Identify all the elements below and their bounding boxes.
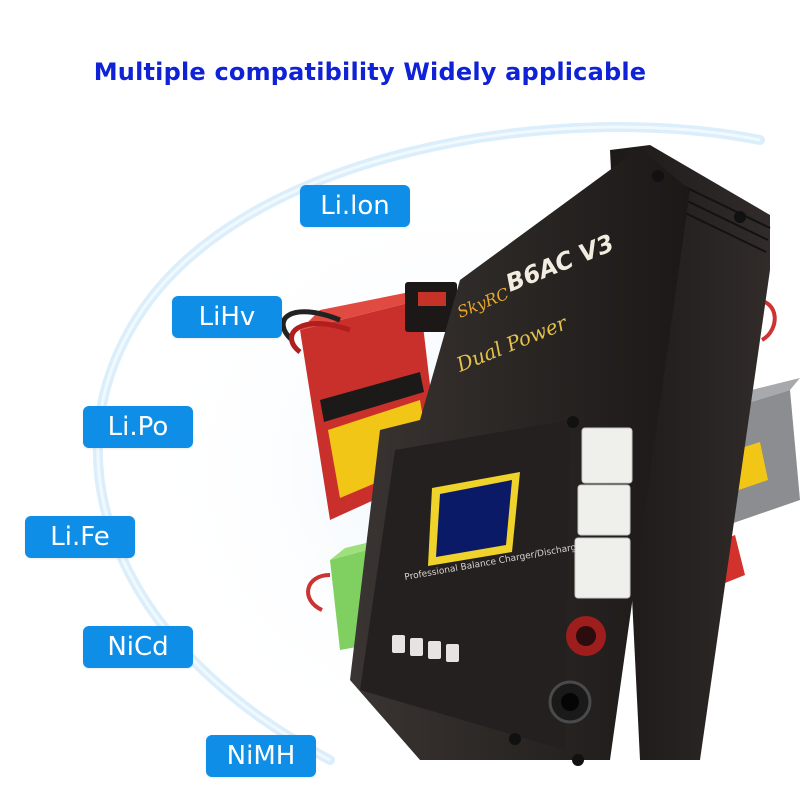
- battery-tag-liion: Li.lon: [300, 185, 410, 227]
- battery-tag-lipo: Li.Po: [83, 406, 193, 448]
- charger-front-panel: [360, 420, 570, 750]
- battery-tag-label: NiCd: [107, 632, 169, 662]
- battery-tag-label: LiHv: [198, 302, 256, 332]
- output-jacks: [548, 616, 606, 724]
- control-buttons: [392, 635, 459, 662]
- battery-tag-life: Li.Fe: [25, 516, 135, 558]
- battery-tag-label: Li.lon: [320, 191, 390, 221]
- lcd-screen: [428, 472, 520, 566]
- screws: [509, 170, 746, 766]
- battery-tag-nimh: NiMH: [206, 735, 316, 777]
- battery-tag-label: NiMH: [226, 741, 296, 771]
- battery-tag-label: Li.Fe: [50, 522, 110, 552]
- battery-tag-nicd: NiCd: [83, 626, 193, 668]
- balance-ports: [574, 427, 633, 599]
- battery-tag-lihv: LiHv: [172, 296, 282, 338]
- headline: Multiple compatibility Widely applicable: [93, 58, 647, 86]
- battery-tag-label: Li.Po: [107, 412, 169, 442]
